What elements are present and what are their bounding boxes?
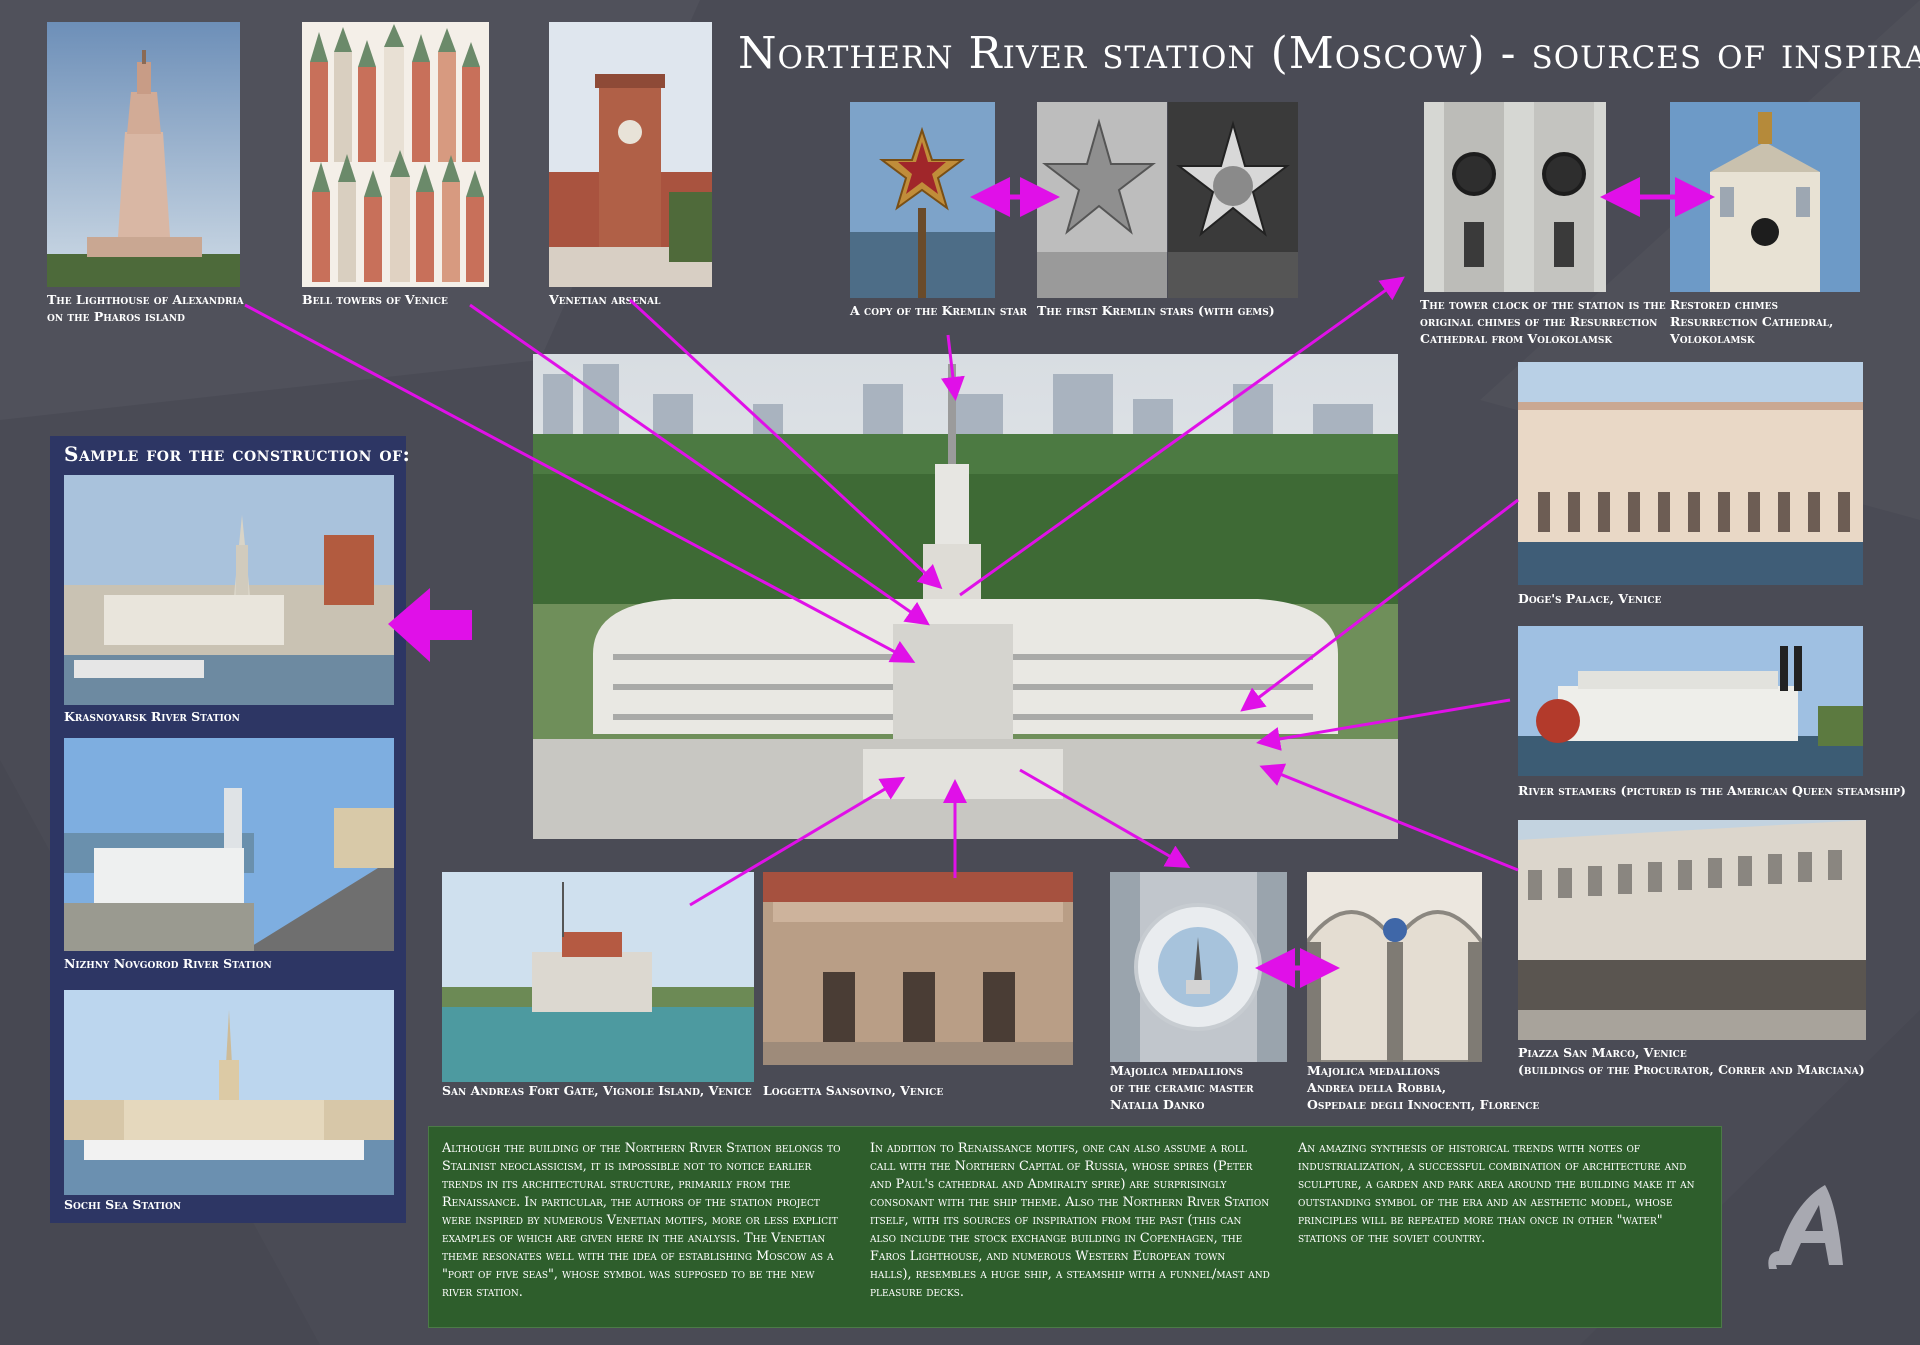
san-andreas-caption: San Andreas Fort Gate, Vignole Island, V… (442, 1083, 752, 1098)
arsenal-caption: Venetian arsenal (549, 292, 661, 307)
krasnoyarsk-caption: Krasnoyarsk River Station (64, 709, 240, 724)
sample-panel-title: Sample for the construction of: (64, 442, 411, 466)
piazza-san-marco-photo (1518, 820, 1866, 1040)
piazza-san-marco-caption: Piazza San Marco, Venice (buildings of t… (1518, 1045, 1865, 1077)
sochi-caption: Sochi Sea Station (64, 1197, 182, 1212)
kremlin-first-stars-photo (1037, 102, 1298, 298)
restored-chimes-photo (1670, 102, 1860, 292)
author-logo-icon (1768, 1185, 1843, 1269)
bell-towers-caption: Bell towers of Venice (302, 292, 448, 307)
doges-palace-photo (1518, 362, 1863, 585)
american-queen-steamship-photo (1518, 626, 1863, 776)
krasnoyarsk-photo (64, 475, 394, 705)
sochi-photo (64, 990, 394, 1195)
arsenal-photo (549, 22, 712, 287)
northern-river-station-photo (533, 354, 1398, 839)
nizhny-novgorod-caption: Nizhny Novgorod River Station (64, 956, 272, 971)
majolica-danko-photo (1110, 872, 1287, 1062)
restored-chimes-caption: Restored chimes Resurrection Cathedral, … (1670, 297, 1834, 346)
lighthouse-caption: The Lighthouse of Alexandria on the Phar… (47, 292, 244, 324)
majolica-robbia-caption: Majolica medallions Andrea della Robbia,… (1307, 1063, 1540, 1112)
loggetta-caption: Loggetta Sansovino, Venice (763, 1083, 944, 1098)
san-andreas-fort-photo (442, 872, 754, 1082)
majolica-danko-caption: Majolica medallions of the ceramic maste… (1110, 1063, 1254, 1112)
description-panel (428, 1126, 1722, 1328)
nizhny-novgorod-photo (64, 738, 394, 951)
description-column-3: An amazing synthesis of historical trend… (1298, 1141, 1695, 1246)
tower-clock-caption: The tower clock of the station is the or… (1420, 297, 1666, 346)
majolica-robbia-photo (1307, 872, 1482, 1062)
description-column-2: In addition to Renaissance motifs, one c… (870, 1141, 1270, 1300)
doges-palace-caption: Doge's Palace, Venice (1518, 591, 1662, 606)
bell-towers-photo (302, 22, 489, 287)
kremlin-star-copy-caption: A copy of the Kremlin star (850, 303, 1028, 318)
kremlin-first-stars-caption: The first Kremlin stars (with gems) (1037, 303, 1275, 318)
description-column-1: Although the building of the Northern Ri… (442, 1141, 841, 1300)
steamship-caption: River steamers (pictured is the American… (1518, 783, 1906, 798)
page-title: Northern River station (Moscow) - source… (738, 28, 1920, 79)
loggetta-sansovino-photo (763, 872, 1073, 1065)
kremlin-star-copy-photo (850, 102, 995, 298)
lighthouse-photo (47, 22, 240, 287)
tower-clock-photo (1424, 102, 1606, 292)
